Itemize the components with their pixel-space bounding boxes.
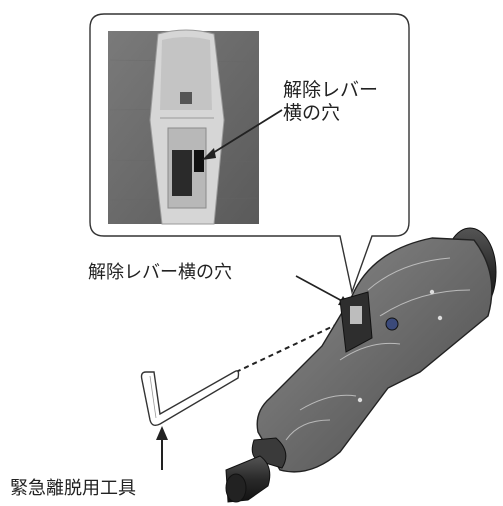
inset-callout-line2: 横の穴 [283,102,341,124]
inset-callout-label: 解除レバー 横の穴 [283,79,378,125]
arrow-icon [202,109,283,160]
inset-callout-line1: 解除レバー [283,79,379,101]
hole-label: 解除レバー横の穴 [88,262,232,283]
hex-key-icon [140,370,240,427]
dashed-line-icon [235,321,343,373]
arrow-icon [156,426,168,470]
tool-label: 緊急離脱用工具 [10,478,136,499]
device-illustration [225,227,497,503]
inset-photo [108,29,259,225]
